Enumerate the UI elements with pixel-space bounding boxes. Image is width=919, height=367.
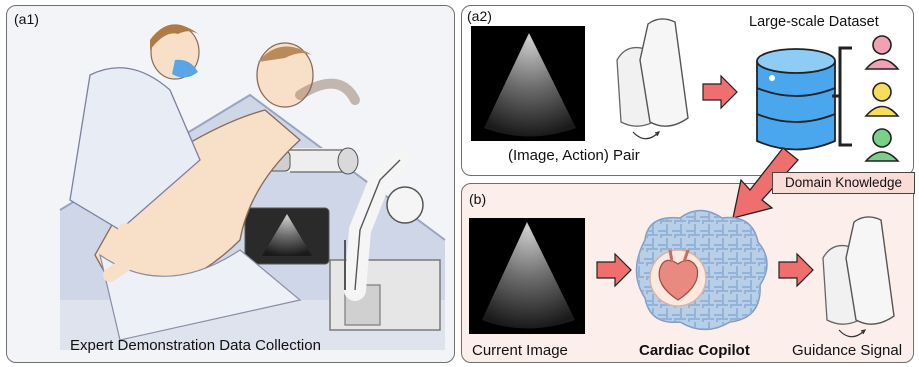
database-icon (757, 49, 835, 150)
ultrasound-fan-b (482, 222, 575, 329)
probe-icon-a2 (617, 19, 688, 139)
arrow-icon-b2 (779, 254, 813, 286)
person-icon-yellow (866, 83, 898, 116)
person-icon-green (866, 129, 898, 161)
guidance-caption: Guidance Signal (792, 342, 902, 359)
panel-a2-tag: (a2) (467, 8, 492, 24)
panel-a1-caption: Expert Demonstration Data Collection (70, 337, 321, 354)
domain-knowledge-label: Domain Knowledge (772, 172, 915, 194)
panel-b-tag: (b) (469, 191, 486, 207)
current-image-caption: Current Image (472, 342, 568, 359)
model-caption: Cardiac Copilot (639, 342, 750, 359)
person-icon-pink (866, 36, 898, 69)
ultrasound-fan-a2 (484, 33, 576, 137)
probe-icon-b (823, 217, 894, 337)
arrow-icon-b1 (597, 254, 631, 286)
dataset-title: Large-scale Dataset (749, 14, 879, 30)
pair-caption: (Image, Action) Pair (508, 147, 640, 164)
heart-icon (650, 250, 706, 306)
scene-illustration (60, 25, 445, 350)
arrow-icon-a2 (703, 76, 737, 108)
panel-a1-tag: (a1) (14, 11, 39, 27)
